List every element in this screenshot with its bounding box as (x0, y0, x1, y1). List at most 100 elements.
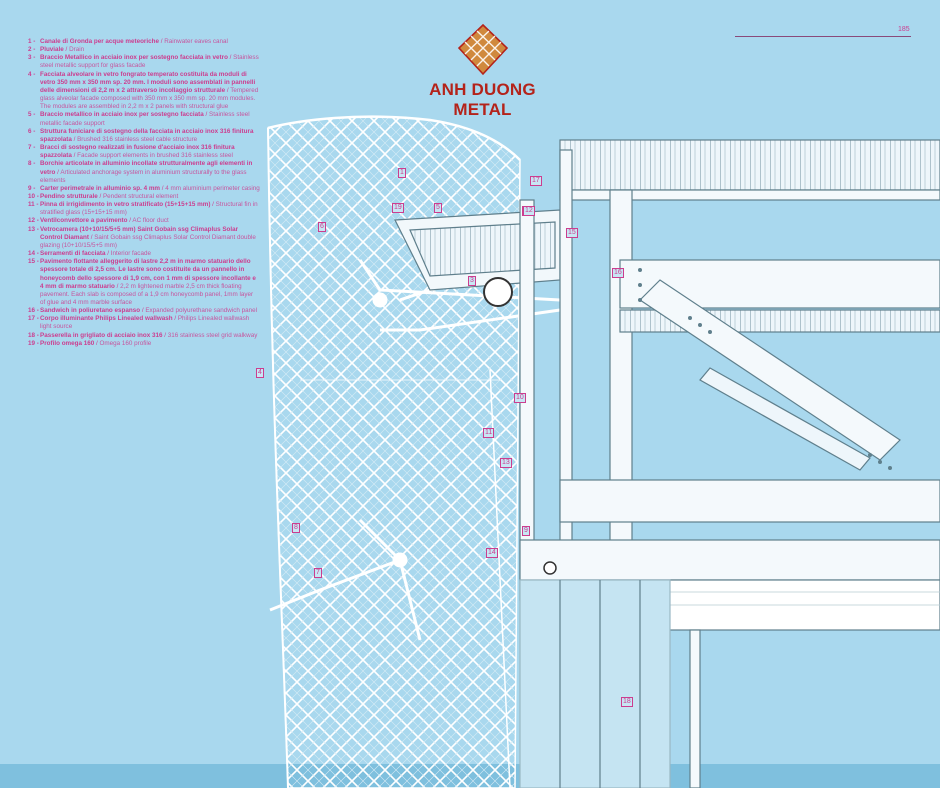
legend-item: 12 -Ventilconvettore a pavimento / AC fl… (28, 217, 260, 225)
page-number: 185 (898, 26, 910, 33)
legend-italian: Vetrocamera (10+10/15/5+5 mm) Saint Goba… (40, 225, 239, 241)
legend-italian: Facciata alveolare in vetro fongrato tem… (40, 70, 256, 94)
legend-italian: Serramenti di facciata (40, 250, 106, 258)
callout-8: 8 (292, 523, 300, 533)
legend-item: 17 -Corpo illuminante Philips Linealed w… (28, 315, 260, 331)
legend-english: Articulated anchorage system in aluminiu… (40, 168, 247, 184)
callout-3: 3 (468, 276, 476, 286)
legend-number: 17 - (28, 315, 39, 323)
legend-text: Profilo omega 160 / Omega 160 profile (40, 339, 152, 347)
legend-english: Interior facade (110, 250, 151, 258)
legend-italian: Pendino strutturale (40, 192, 98, 200)
legend-item: 18 -Passerella in grigliato di acciaio i… (28, 332, 260, 340)
diamond-lattice-logo-icon (457, 23, 508, 76)
legend-english: Expanded polyurethane sandwich panel (145, 307, 258, 315)
legend-item: 14 -Serramenti di facciata / Interior fa… (28, 250, 260, 258)
legend-italian: Profilo omega 160 (40, 339, 95, 347)
legend-text: Braccio Metallico in acciaio inox per so… (40, 54, 259, 70)
legend-text: Carter perimetrale in alluminio sp. 4 mm… (40, 184, 260, 192)
legend-item: 15 -Pavimento flottante alleggerito di l… (28, 258, 260, 307)
legend-english: Brushed 316 stainless steel cable struct… (77, 135, 198, 143)
legend-text: Serramenti di facciata / Interior facade (40, 250, 151, 258)
legend-item: 19 -Profilo omega 160 / Omega 160 profil… (28, 340, 260, 348)
legend-english: Philips Linealed wallwash light source (40, 315, 250, 331)
legend-english: Stainless steel metallic facade support (40, 111, 250, 127)
legend-italian: Passerella in grigliato di acciaio inox … (40, 331, 163, 339)
legend-text: Canale di Gronda per acque meteoriche / … (40, 38, 228, 45)
legend-english: 4 mm aluminium perimeter casing (165, 184, 260, 192)
legend-text: Sandwich in poliuretano espanso / Expand… (40, 307, 258, 315)
legend-number: 19 - (28, 339, 39, 347)
legend-number: 5 - (28, 111, 36, 119)
brand-name: ANH DUONG METAL (429, 80, 536, 119)
legend-number: 10 - (28, 192, 39, 200)
callout-9: 9 (522, 526, 530, 536)
legend-number: 6 - (28, 127, 36, 135)
legend-italian: Corpo illuminante Philips Linealed wallw… (40, 315, 173, 323)
legend-italian: Canale di Gronda per acque meteoriche (40, 38, 159, 45)
legend-item: 13 -Vetrocamera (10+10/15/5+5 mm) Saint … (28, 226, 260, 250)
callout-17: 17 (530, 176, 542, 186)
callout-4: 4 (256, 368, 264, 378)
callout-16: 16 (612, 268, 624, 278)
legend-text: Pluviale / Drain (40, 46, 85, 54)
legend-text: Passerella in grigliato di acciaio inox … (40, 331, 258, 339)
callout-7: 7 (314, 568, 322, 578)
legend-number: 15 - (28, 258, 39, 266)
legend-number: 2 - (28, 46, 36, 54)
callout-19: 19 (392, 203, 404, 213)
legend-item: 3 - Braccio Metallico in acciaio inox per… (28, 54, 260, 70)
legend-text: Struttura funiciare di sostegno della fa… (40, 127, 254, 143)
legend-english: Rainwater eaves canal (164, 38, 228, 45)
legend-number: 13 - (28, 225, 39, 233)
legend-italian: Pinna di irrigidimento in vetro stratifi… (40, 201, 211, 209)
legend-italian: Borchie articolate in alluminio incollat… (40, 160, 253, 176)
legend-item: 5 - Braccio metallico in acciaio inox per… (28, 111, 260, 127)
legend-text: Pendino strutturale / Pendent structural… (40, 192, 179, 200)
legend-number: 3 - (28, 54, 36, 62)
brand: ANH DUONG METAL (400, 22, 565, 120)
legend-italian: Braccio Metallico in acciaio inox per so… (40, 54, 228, 62)
legend-number: 12 - (28, 217, 39, 225)
legend-italian: Braccio metallico in acciaio inox per so… (40, 111, 204, 119)
legend-number: 9 - (28, 184, 36, 192)
legend-item: 7 - Bracci di sostegno realizzati in fusi… (28, 144, 260, 160)
legend-item: 16 -Sandwich in poliuretano espanso / Ex… (28, 307, 260, 315)
legend-italian: Bracci di sostegno realizzati in fusione… (40, 144, 235, 160)
legend-italian: Sandwich in poliuretano espanso (40, 307, 141, 315)
callout-1: 1 (398, 168, 406, 178)
legend-item: 11 -Pinna di irrigidimento in vetro stra… (28, 201, 260, 217)
legend-english: Omega 160 profile (99, 339, 152, 347)
legend-item: 9 - Carter perimetrale in alluminio sp. 4… (28, 185, 260, 193)
legend-english: Stainless steel metallic support for gla… (40, 54, 259, 70)
legend-item: 10 -Pendino strutturale / Pendent struct… (28, 193, 260, 201)
legend-italian: Pavimento flottante alleggerito di lastr… (40, 258, 256, 290)
legend-text: Bracci di sostegno realizzati in fusione… (40, 144, 235, 160)
building-structure (300, 139, 940, 788)
legend-english: 2,2 m lightened marble 2,5 cm thick floa… (40, 282, 254, 306)
callout-11: 11 (483, 428, 495, 438)
legend-number: 1 - (28, 38, 36, 45)
legend-english: 316 stainless steel grid walkway (167, 331, 258, 339)
legend-number: 4 - (28, 70, 36, 78)
legend-english: Tempered glass alveolar facade composed … (40, 86, 259, 111)
legend-english: AC floor duct (132, 217, 169, 225)
legend-text: Pavimento flottante alleggerito di lastr… (40, 258, 256, 306)
legend-item: 1 - Canale di Gronda per acque meteoriche… (28, 38, 260, 46)
legend-text: Pinna di irrigidimento in vetro stratifi… (40, 201, 258, 217)
legend-number: 16 - (28, 307, 39, 315)
legend-english: Drain (69, 46, 85, 54)
legend-number: 8 - (28, 160, 36, 168)
legend-text: Borchie articolate in alluminio incollat… (40, 160, 253, 184)
legend-italian: Ventilconvettore a pavimento (40, 217, 128, 225)
legend-italian: Struttura funiciare di sostegno della fa… (40, 127, 254, 143)
legend-number: 7 - (28, 144, 36, 152)
legend-item: 4 - Facciata alveolare in vetro fongrato … (28, 71, 260, 112)
legend-number: 14 - (28, 250, 39, 258)
callout-6: 6 (318, 222, 326, 232)
callout-5: 5 (434, 203, 442, 213)
callout-15: 15 (566, 228, 578, 238)
bolt-details (543, 268, 892, 575)
legend-english: Pendent structural element (102, 192, 179, 200)
